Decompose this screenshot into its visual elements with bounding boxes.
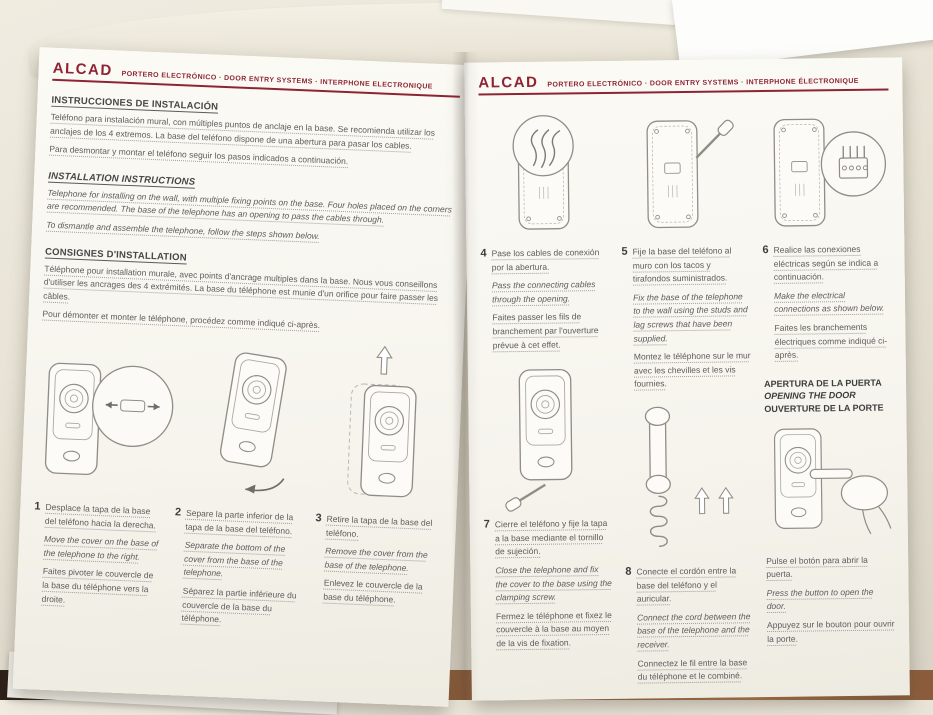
step-texts: Desplace la tapa de la base del teléfono… — [41, 501, 162, 629]
door-opening-heading: APERTURA DE LA PUERTA OPENING THE DOOR O… — [764, 376, 892, 415]
steps-row-1-3: 1 Desplace la tapa de la base del teléfo… — [29, 500, 442, 641]
phone-clamping-screw-diagram — [505, 368, 573, 512]
step-number: 8 — [625, 565, 632, 578]
press-button-texts: Pulse el botón para abrir la puerta. Pre… — [766, 553, 895, 651]
section-instructions-fr: CONSIGNES D'INSTALLATION Téléphone pour … — [42, 241, 453, 338]
step-number: 3 — [315, 512, 322, 525]
step-text-es: Separe la parte inferior de la tapa de l… — [185, 507, 294, 536]
step-text-en: Move the cover on the base of the teleph… — [43, 533, 159, 562]
step-text-es: Retire la tapa de la base del teléfono. — [325, 513, 433, 539]
figure-connect-handset — [623, 401, 753, 561]
step-8: 8 Conecte el cordón entre la base del te… — [625, 564, 755, 689]
step-number: 4 — [480, 247, 487, 260]
step-text-es: Pase los cables de conexión por la abert… — [491, 247, 600, 272]
step-number: 5 — [621, 245, 628, 258]
door-heading-fr: OUVERTURE DE LA PORTE — [764, 402, 884, 414]
figure-press-button — [765, 420, 895, 550]
section-instructions-en: INSTALLATION INSTRUCTIONS Telephone for … — [46, 165, 456, 249]
page-header: ALCAD PORTERO ELECTRÓNICO · DOOR ENTRY S… — [478, 69, 889, 96]
step-text-fr: Faites les branchements électriques comm… — [774, 321, 888, 361]
figure-close-telephone — [482, 362, 612, 514]
step-6: 6 Realice las conexiones eléctricas segú… — [762, 243, 892, 368]
section-instructions-es: INSTRUCCIONES DE INSTALACIÓN Teléfono pa… — [49, 90, 459, 174]
step-text-es: Conecte el cordón entre la base del telé… — [636, 565, 737, 604]
step-texts: Pulse el botón para abrir la puerta. Pre… — [766, 553, 895, 651]
section-heading-en: INSTALLATION INSTRUCTIONS — [47, 170, 196, 189]
header-tagline: PORTERO ELECTRÓNICO · DOOR ENTRY SYSTEMS… — [547, 77, 859, 89]
step-text-fr: Connectez le fil entre la base du téléph… — [637, 656, 748, 682]
step-text-es: Cierre el teléfono y fije la tapa a la b… — [494, 518, 608, 557]
base-terminal-block-diagram — [773, 118, 887, 227]
brand-logo: ALCAD — [52, 59, 114, 80]
header-tagline: PORTERO ELECTRÓNICO · DOOR ENTRY SYSTEMS… — [121, 70, 433, 91]
step-text-en: Make the electrical connections as shown… — [774, 289, 885, 315]
step-number: 2 — [174, 506, 182, 519]
step-text-fr: Enlevez le couvercle de la base du télép… — [323, 577, 423, 605]
figure-electrical-connections — [761, 100, 891, 240]
step-text-es: Desplace la tapa de la base del teléfono… — [44, 501, 157, 530]
cover-lift-off-diagram — [347, 345, 418, 498]
step-text-fr: Fermez le téléphone et fixez le couvercl… — [495, 609, 612, 649]
step-text-es: Fije la base del teléfono al muro con lo… — [632, 245, 732, 284]
step-number: 6 — [762, 243, 769, 257]
leaflet-page-right: ALCAD PORTERO ELECTRÓNICO · DOOR ENTRY S… — [464, 57, 910, 701]
step-texts: Separe la parte inferior de la tapa de l… — [181, 507, 302, 635]
door-text-es: Pulse el botón para abrir la puerta. — [766, 554, 868, 580]
step-texts: Pase los cables de conexión por la abert… — [492, 246, 610, 358]
step-text-fr: Faites passer les fils de branchement pa… — [492, 311, 599, 350]
column-2: 5 Fije la base del teléfono al muro con … — [620, 101, 755, 695]
door-heading-es: APERTURA DE LA PUERTA — [764, 377, 882, 389]
step-text-en: Fix the base of the telephone to the wal… — [633, 291, 748, 344]
step-texts: Realice las conexiones eléctricas según … — [773, 243, 891, 368]
figure-fix-base-to-wall — [620, 101, 750, 241]
step-texts: Cierre el teléfono y fije la tapa a la b… — [495, 517, 614, 656]
step-number: 7 — [483, 518, 490, 531]
step-texts: Fije la base del teléfono al muro con lo… — [632, 244, 751, 396]
step-text-en: Pass the connecting cables through the o… — [491, 279, 596, 305]
step-7: 7 Cierre el teléfono y fije la tapa a la… — [484, 517, 614, 656]
step-diagrams-row — [37, 331, 447, 508]
step-4: 4 Pase los cables de conexión por la abe… — [480, 246, 609, 358]
figure-cables-through-opening — [479, 103, 609, 243]
right-page-columns: 4 Pase los cables de conexión por la abe… — [479, 100, 896, 698]
step-text-en: Remove the cover from the base of the te… — [324, 545, 428, 573]
step-text-fr: Séparez la partie inférieure du couvercl… — [181, 585, 297, 625]
handset-cord-diagram — [644, 406, 734, 547]
step-3: 3 Retire la tapa de la base del teléfono… — [311, 512, 443, 641]
step-texts: Conecte el cordón entre la base del telé… — [636, 564, 754, 689]
step-text-fr: Faites pivoter le couvercle de la base d… — [41, 566, 154, 605]
step-text-en: Close the telephone and fix the cover to… — [495, 564, 612, 603]
step-1: 1 Desplace la tapa de la base del teléfo… — [29, 500, 161, 629]
phone-tilt-open-diagram — [218, 350, 289, 494]
step-texts: Retire la tapa de la base del teléfono. … — [322, 513, 443, 641]
step-5: 5 Fije la base del teléfono al muro con … — [621, 244, 751, 396]
step-2: 2 Separe la parte inferior de la tapa de… — [170, 506, 302, 635]
step-text-es: Realice las conexiones eléctricas según … — [773, 243, 879, 283]
base-cables-diagram — [512, 115, 574, 230]
step-text-fr: Montez le téléphone sur le mur avec les … — [633, 350, 751, 389]
hand-pressing-phone-diagram — [773, 427, 892, 534]
leaflet-page-left: ALCAD PORTERO ELECTRÓNICO · DOOR ENTRY S… — [12, 47, 476, 707]
brand-logo: ALCAD — [478, 73, 539, 92]
phone-slide-cover-diagram — [44, 362, 174, 476]
door-text-en: Press the button to open the door. — [766, 586, 874, 612]
column-1: 4 Pase los cables de conexión por la abe… — [479, 103, 614, 697]
column-3: 6 Realice las conexiones eléctricas segú… — [761, 100, 896, 694]
step-number: 1 — [34, 500, 41, 513]
base-screwdriver-diagram — [646, 119, 734, 229]
step-text-en: Connect the cord between the base of the… — [636, 610, 751, 650]
door-text-fr: Appuyez sur le bouton pour ouvrir la por… — [766, 618, 895, 644]
section-heading-fr: CONSIGNES D'INSTALLATION — [44, 246, 188, 265]
step-text-en: Separate the bottom of the cover from th… — [183, 539, 286, 579]
